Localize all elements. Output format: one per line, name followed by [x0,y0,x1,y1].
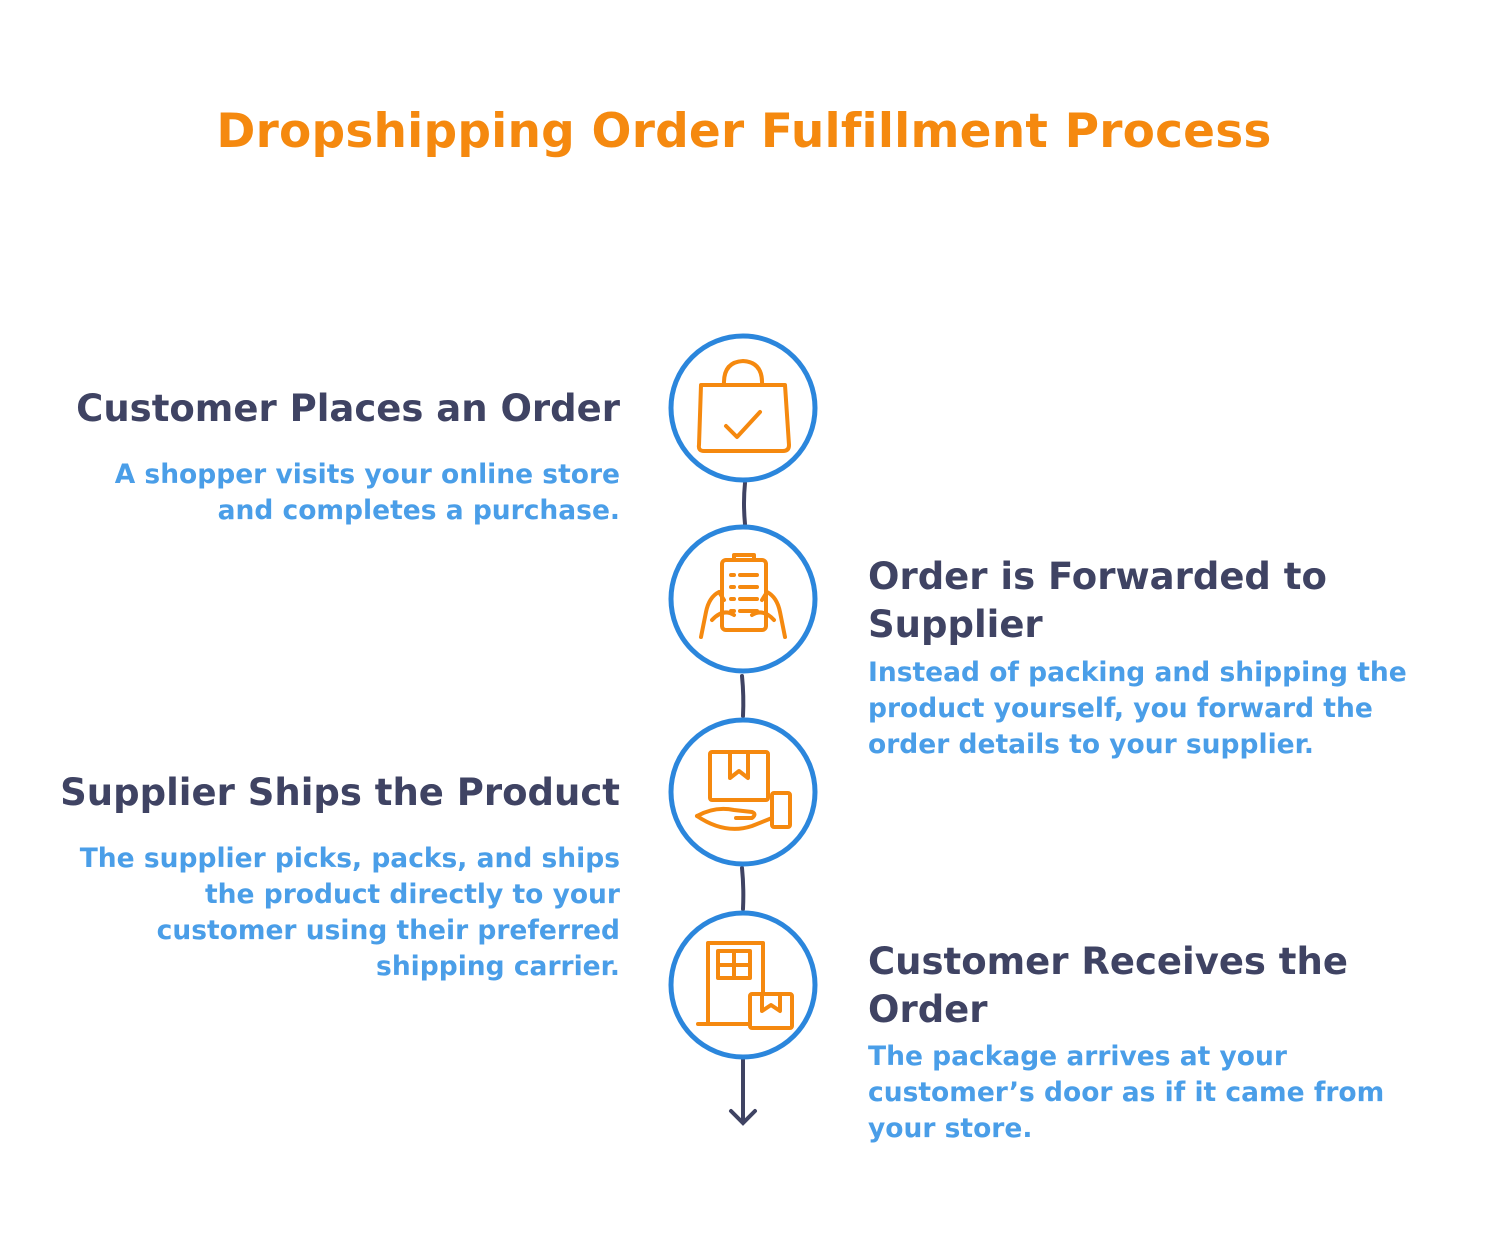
step-2-description-line: order details to your supplier. [868,729,1314,760]
step-4-title: Customer Receives the Order [868,938,1348,1034]
step-4-title-line: Order [868,988,988,1031]
hands-holding-order-list-icon [699,553,787,639]
step-3-description-line: customer using their preferred [156,915,620,946]
step-3-title: Supplier Ships the Product [60,771,620,814]
step-1-description: A shopper visits your online store and c… [115,457,620,529]
shopping-bag-check-icon [696,359,791,453]
connector-line [740,674,746,718]
hand-holding-package-icon [695,750,792,831]
step-2-title: Order is Forwarded to Supplier [868,553,1327,649]
step-4-circle [668,910,818,1060]
step-3-description-line: shipping carrier. [376,951,620,982]
step-2-description-line: product yourself, you forward the [868,693,1373,724]
step-4-description-line: your store. [868,1113,1033,1144]
step-2-description-line: Instead of packing and shipping the [868,657,1407,688]
connector-line [742,481,747,526]
step-1-description-line: A shopper visits your online store [114,459,620,490]
step-4-title-line: Customer Receives the [868,940,1348,983]
step-2-description: Instead of packing and shipping the prod… [868,655,1407,763]
step-4-description-line: customer’s door as if it came from [868,1077,1385,1108]
step-3-circle [668,717,818,867]
step-1-description-line: and completes a purchase. [217,495,620,526]
step-3-description-line: The supplier picks, packs, and ships [79,843,620,874]
step-4-description-line: The package arrives at your [868,1041,1287,1072]
page-title: Dropshipping Order Fulfillment Process [216,104,1272,159]
arrow-head-icon [729,1109,757,1126]
step-1-title: Customer Places an Order [76,387,620,430]
connector-line [740,866,746,911]
step-2-title-line: Supplier [868,603,1043,646]
step-3-description: The supplier picks, packs, and ships the… [80,841,620,985]
step-1-circle [668,333,818,483]
step-4-description: The package arrives at your customer’s d… [868,1039,1384,1147]
step-3-description-line: the product directly to your [205,879,620,910]
step-2-title-line: Order is Forwarded to [868,555,1327,598]
house-door-package-icon [696,941,794,1030]
